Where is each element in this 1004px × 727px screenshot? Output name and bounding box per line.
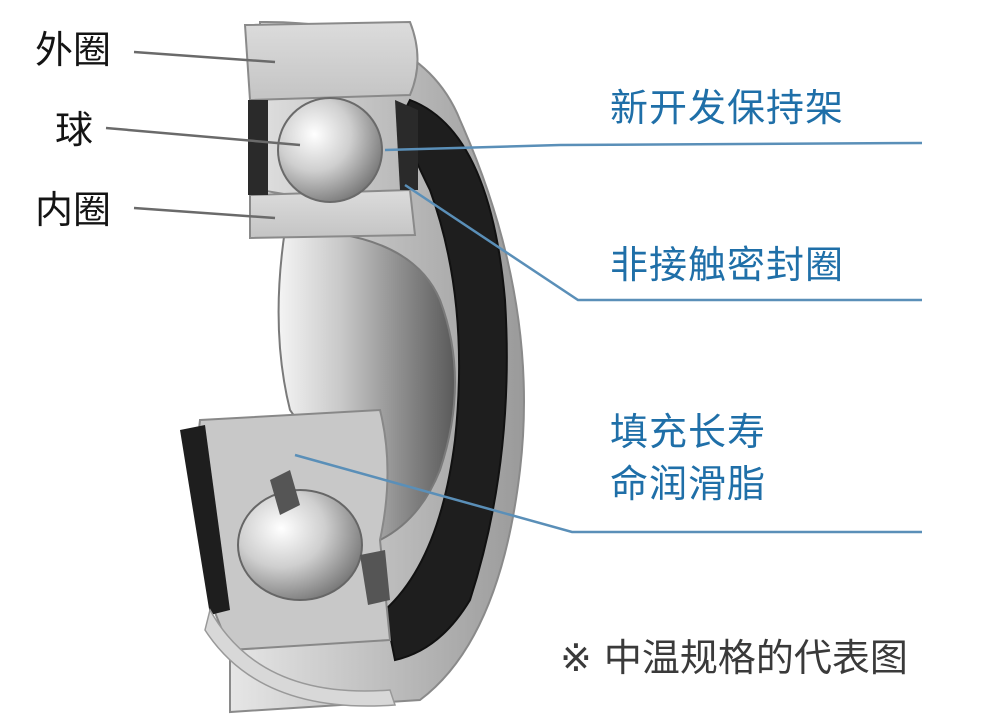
bore-surface xyxy=(277,228,456,542)
label-cage: 新开发保持架 xyxy=(610,86,845,130)
label-grease-line2: 命润滑脂 xyxy=(610,462,767,506)
label-outer-ring: 外圈 xyxy=(35,28,112,72)
outer-ring-section xyxy=(243,20,419,102)
leader-cage xyxy=(384,141,923,152)
label-grease-line1: 填充长寿 xyxy=(610,410,767,454)
ball-top xyxy=(277,97,383,203)
leader-seal xyxy=(404,183,922,302)
leader-inner-ring xyxy=(133,206,276,220)
seal-band xyxy=(383,98,508,662)
bottom-cage xyxy=(270,470,390,605)
label-seal: 非接触密封圈 xyxy=(610,243,845,287)
bottom-seal xyxy=(180,425,230,615)
footnote: ※ 中温规格的代表图 xyxy=(560,636,908,680)
cage-left xyxy=(248,100,268,195)
ball-bottom xyxy=(237,489,363,601)
bottom-ring-face xyxy=(204,607,397,707)
cage-right xyxy=(395,100,418,190)
leader-ball xyxy=(105,126,301,147)
label-ball: 球 xyxy=(55,108,94,152)
label-inner-ring: 内圈 xyxy=(35,188,112,232)
leader-outer-ring xyxy=(133,50,276,64)
leader-grease xyxy=(294,453,922,534)
